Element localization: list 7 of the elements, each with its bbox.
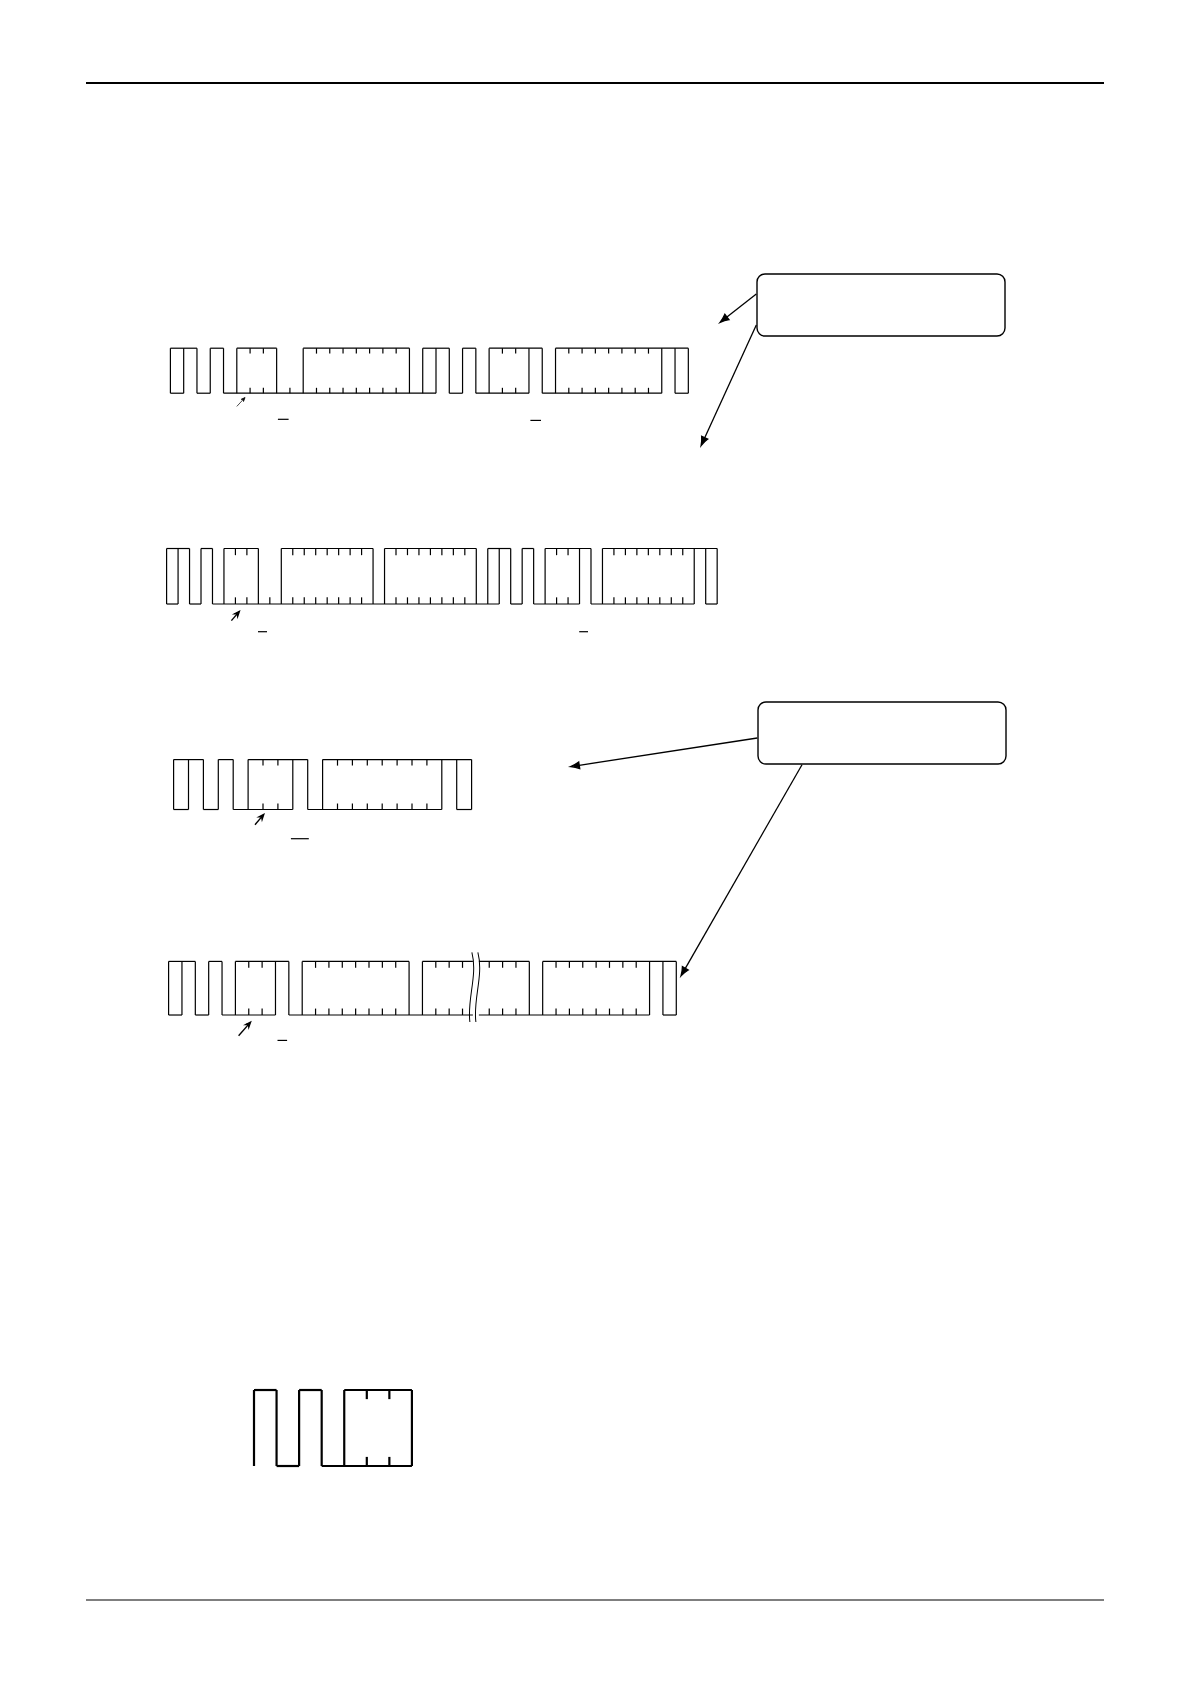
callout-box — [756, 273, 1006, 337]
arrow — [719, 293, 757, 323]
arrow — [570, 737, 758, 770]
timing-waveform — [168, 960, 677, 1016]
callout-box — [757, 701, 1007, 765]
arrow — [700, 324, 757, 447]
arrow — [680, 764, 803, 977]
